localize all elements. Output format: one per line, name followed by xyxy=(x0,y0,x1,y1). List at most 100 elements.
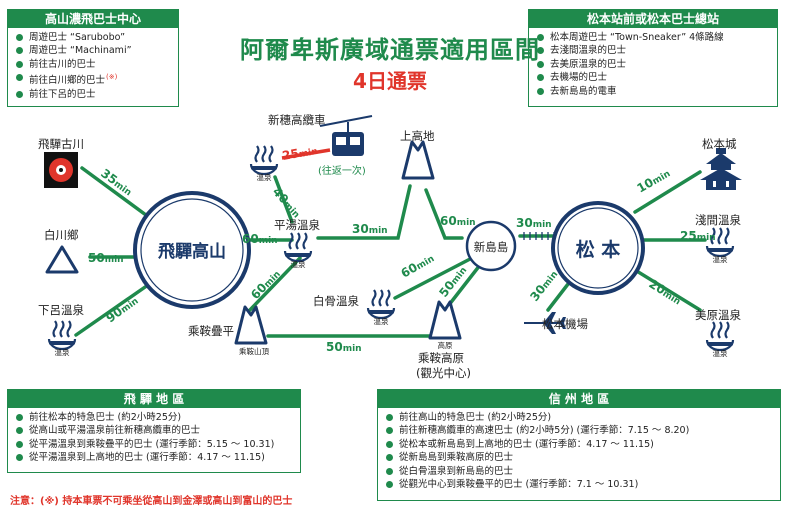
hida-region-list: 前往松本的特急巴士 (約2小時25分) 從高山或平湯溫泉前往新穗高纜車的巴士 從… xyxy=(8,408,300,465)
takayama-hub-inner xyxy=(140,198,244,302)
page-title: 阿爾卑斯廣域通票適用區間 xyxy=(240,36,540,64)
list-item: 周遊巴士 “Sarubobo” xyxy=(16,31,172,44)
shirakawago-label: 白川鄉 xyxy=(44,228,79,242)
gero-onsen-label: 下呂溫泉 xyxy=(38,303,84,317)
time-label: 50min xyxy=(88,251,124,265)
hida-region-heading: 飛 驒 地 區 xyxy=(8,390,300,408)
route-line xyxy=(633,268,702,312)
route-line xyxy=(246,256,302,314)
shirahone-label: 白骨溫泉 xyxy=(313,294,359,308)
time-label: 20min xyxy=(646,277,684,308)
shinhotaka-onsen-tag: 溫泉 xyxy=(257,172,272,182)
time-label: 50min xyxy=(326,340,362,354)
route-line xyxy=(633,170,702,214)
airplane-icon xyxy=(524,312,566,334)
norikura-tatamidaira-label: 乘鞍疊平 xyxy=(188,324,234,338)
airport-label: 松本機場 xyxy=(542,317,588,331)
list-item: 前往高山的特急巴士 (約2小時25分) xyxy=(386,411,774,424)
list-item: 前往下呂的巴士 xyxy=(16,88,172,101)
takayama-bus-list: 周遊巴士 “Sarubobo” 周遊巴士 “Machinami” 前往古川的巴士… xyxy=(8,28,178,101)
matsumoto-hub-inner xyxy=(557,207,639,289)
matsumoto-station-box: 松本站前或松本巴士總站 松本周遊巴士 “Town-Sneaker” 4條路線 去… xyxy=(528,9,778,107)
list-item: 周遊巴士 “Machinami” xyxy=(16,44,172,57)
utsukushigahara-label: 美原溫泉 xyxy=(695,308,741,322)
time-label: 60min xyxy=(440,214,476,228)
time-label: 60min xyxy=(242,232,278,246)
hirayu-onsen-icon xyxy=(283,231,313,263)
list-item: 從平湯溫泉到上高地的巴士 (運行季節：4.17 ～ 11.15) xyxy=(16,451,294,464)
matsumoto-station-heading: 松本站前或松本巴士總站 xyxy=(529,10,777,28)
hida-furukawa-emblem xyxy=(44,152,78,188)
kogen-mountain-icon xyxy=(428,300,462,340)
matsumoto-bus-list: 松本周遊巴士 “Town-Sneaker” 4條路線 去淺間溫泉的巴士 去美原溫… xyxy=(529,28,777,98)
hirayu-onsen-tag: 溫泉 xyxy=(291,259,306,269)
gero-onsen-tag: 溫泉 xyxy=(55,347,70,357)
list-item: 去淺間溫泉的巴士 xyxy=(537,44,771,57)
kogen-tag: 高原 xyxy=(438,340,453,350)
page-subtitle: 4日通票 xyxy=(353,69,427,93)
norikura-mountain-icon xyxy=(234,305,268,345)
route-line xyxy=(393,256,474,300)
shinhotaka-label: 新穗高纜車 xyxy=(268,113,326,127)
time-label: 30min xyxy=(516,216,552,230)
kamikochi-mountain-icon xyxy=(401,140,435,180)
time-label: 90min xyxy=(104,293,141,325)
route-line xyxy=(424,188,464,240)
list-item: 前往白川鄉的巴士(※) xyxy=(16,71,172,88)
shin-shimashima-label: 新島島 xyxy=(474,240,509,254)
matsumoto-label: 松 本 xyxy=(576,238,621,261)
shinhotaka-onsen-icon xyxy=(249,144,279,176)
list-item: 從高山或平湯溫泉前往新穗高纜車的巴士 xyxy=(16,424,294,437)
list-item: 從新島島到乘鞍高原的巴士 xyxy=(386,451,774,464)
takayama-label: 飛驒高山 xyxy=(157,241,226,262)
time-label: 60min xyxy=(399,251,437,281)
list-item: 從松本或新島島到上高地的巴士 (運行季節：4.17 ～ 11.15) xyxy=(386,438,774,451)
utsukushigahara-onsen-tag: 溫泉 xyxy=(713,348,728,358)
route-lines xyxy=(74,166,707,338)
list-item: 從白骨溫泉到新島島的巴士 xyxy=(386,465,774,478)
time-label: 40min xyxy=(270,185,304,221)
asama-onsen-label: 淺間溫泉 xyxy=(695,213,741,227)
list-item: 去機場的巴士 xyxy=(537,71,771,84)
time-label: 60min xyxy=(248,267,283,302)
matsumoto-castle-label: 松本城 xyxy=(702,137,737,151)
list-item: 去新島島的電車 xyxy=(537,85,771,98)
shirahone-onsen-icon xyxy=(366,288,396,320)
list-item: 松本周遊巴士 “Town-Sneaker” 4條路線 xyxy=(537,31,771,44)
restriction-note: 注意：(※) 持本車票不可乘坐從高山到金澤或高山到富山的巴士 xyxy=(10,496,293,507)
time-label: 25min xyxy=(281,143,318,163)
utsukushigahara-onsen-icon xyxy=(705,320,735,352)
route-line xyxy=(80,166,152,220)
shinshu-region-box: 信 州 地 區 前往高山的特急巴士 (約2小時25分) 前往新穗高纜車的高速巴士… xyxy=(377,389,781,501)
shinshu-region-heading: 信 州 地 區 xyxy=(378,390,780,408)
shin-shimashima-hub xyxy=(465,220,517,272)
shirahone-onsen-tag: 溫泉 xyxy=(374,316,389,326)
time-label: 25min xyxy=(680,229,716,243)
route-line xyxy=(74,283,150,337)
list-item: 從觀光中心到乘鞍疊平的巴士 (運行季節：7.1 ～ 10.31) xyxy=(386,478,774,491)
time-label: 30min xyxy=(352,222,388,236)
ropeway-line xyxy=(281,148,331,160)
route-line xyxy=(273,175,294,224)
takayama-bus-center-box: 高山濃飛巴士中心 周遊巴士 “Sarubobo” 周遊巴士 “Machinami… xyxy=(7,9,179,107)
ropeway-icon xyxy=(319,115,373,156)
roundtrip-label: (往返一次) xyxy=(318,166,366,177)
kanko-center-label: (觀光中心) xyxy=(416,366,471,380)
hida-furukawa-label: 飛驒古川 xyxy=(38,137,84,151)
shinshu-region-list: 前往高山的特急巴士 (約2小時25分) 前往新穗高纜車的高速巴士 (約2小時5分… xyxy=(378,408,780,491)
time-labels: 35min 50min 90min 25min 40min 60min 30mi… xyxy=(88,143,716,354)
norikura-kogen-label: 乘鞍高原 xyxy=(418,351,464,365)
gassho-house-icon xyxy=(45,245,79,274)
list-item: 前往古川的巴士 xyxy=(16,58,172,71)
route-line xyxy=(316,184,412,240)
kamikochi-label: 上高地 xyxy=(400,129,435,143)
norikura-peak-tag: 乘鞍山頂 xyxy=(239,346,269,356)
takayama-bus-center-heading: 高山濃飛巴士中心 xyxy=(8,10,178,28)
matsumoto-castle-icon xyxy=(700,148,742,190)
hirayu-label: 平湯溫泉 xyxy=(274,218,320,232)
list-item: 從平湯溫泉到乘鞍疊平的巴士 (運行季節：5.15 ～ 10.31) xyxy=(16,438,294,451)
asama-onsen-tag: 溫泉 xyxy=(713,254,728,264)
list-item: 去美原溫泉的巴士 xyxy=(537,58,771,71)
list-item: 前往新穗高纜車的高速巴士 (約2小時5分) (運行季節：7.15 ～ 8.20) xyxy=(386,424,774,437)
